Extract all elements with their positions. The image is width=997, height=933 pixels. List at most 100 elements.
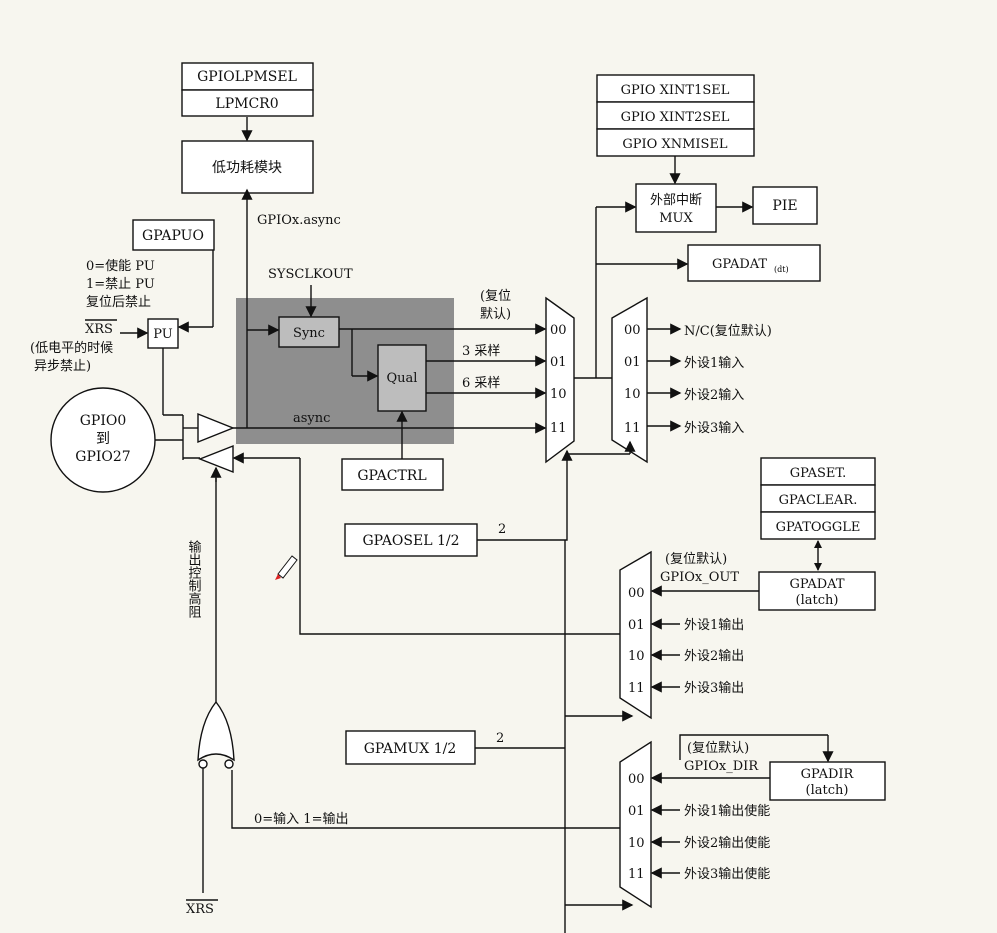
low-power-module [181,140,314,194]
pu-enable-text: 0=使能 PU [86,258,155,274]
gpaosel-label: GPAOSEL 1/2 [363,533,460,549]
gpadat-input-sub: (dt) [774,265,789,274]
dir-hint-label: 0=输入 1=输出 [254,811,348,827]
svg-text:10: 10 [628,649,645,664]
gpaclear-label: GPACLEAR. [779,493,858,508]
sample3-label: 3 采样 [462,344,500,359]
out-reset-label: (复位默认) [665,551,727,567]
pu-block [147,318,179,349]
gpamux-width: 2 [496,731,504,746]
output-mux [619,550,652,720]
svg-text:00: 00 [624,323,641,338]
dir-in-1: 外设1输出使能 [684,803,770,819]
nor-gate [197,700,235,762]
in-out-2: 外设2输入 [684,387,744,403]
gpadir-latch-register [769,761,886,801]
in-out-0: N/C(复位默认) [684,323,772,339]
input-select-mux [545,296,575,464]
qual-block [377,344,427,412]
svg-text:00: 00 [550,323,567,338]
peripheral-input-mux [611,296,648,464]
xint1sel-label: GPIO XINT1SEL [621,83,730,98]
direction-mux [619,740,652,909]
svg-text:00: 00 [628,586,645,601]
gpadat-latch-sub: (latch) [796,593,839,608]
in-out-3: 外设3输入 [684,420,744,436]
gpapuo-label: GPAPUO [142,228,204,244]
dir-reset-label: (复位默认) [687,740,749,756]
gpiox-dir-label: GPIOx_DIR [684,759,759,774]
async-label: async [293,411,330,426]
xint2sel-label: GPIO XINT2SEL [621,110,730,125]
gpactrl-register [341,458,444,491]
svg-text:11: 11 [624,421,641,436]
xnmisel-register [596,128,755,157]
gpiolpmsel-register [181,62,314,91]
xint2sel-register [596,101,755,130]
pu-reset-text: 复位后禁止 [86,295,151,310]
pie-label: PIE [772,198,797,214]
gpadir-sub: (latch) [806,783,849,798]
pie-block [752,186,818,225]
gpadat-latch-register [758,571,876,611]
svg-text:10: 10 [624,387,641,402]
pu-disable-text: 1=禁止 PU [86,277,155,292]
gpadir-label: GPADIR [801,767,855,782]
svg-text:10: 10 [628,836,645,851]
gpadat-latch-label: GPADAT [789,577,844,592]
xint1sel-register [596,74,755,103]
dir-in-3: 外设3输出使能 [684,866,770,882]
input-buffer [197,412,235,444]
gpatoggle-register [760,511,876,540]
sync-label: Sync [293,326,325,341]
low-power-module-label: 低功耗模块 [212,160,282,176]
lpmcr0-label: LPMCR0 [215,96,278,112]
svg-text:10: 10 [550,387,567,402]
xnmisel-label: GPIO XNMISEL [622,137,728,152]
pu-label: PU [153,327,173,342]
gpadat-input-label: GPADAT [712,257,767,272]
ext-int-mux-label-1: 外部中断 [650,193,702,208]
svg-text:11: 11 [628,681,645,696]
in-out-1: 外设1输入 [684,355,744,371]
gpaset-label: GPASET. [790,466,847,481]
gpactrl-label: GPACTRL [357,468,426,484]
dir-in-2: 外设2输出使能 [684,835,770,851]
out-in-1: 外设1输出 [684,617,744,633]
sysclkout-label: SYSCLKOUT [268,267,353,282]
xrs-top-label: XRS [85,322,113,337]
svg-text:11: 11 [628,867,645,882]
reset-default-2: 默认) [480,306,511,322]
gpio-pin-label-2: 到 [96,431,110,447]
lpmcr0-register [181,89,314,117]
reset-default-1: (复位 [480,289,511,304]
sync-block [278,316,340,348]
gpaset-register [760,457,876,486]
gpatoggle-label: GPATOGGLE [776,520,861,535]
gpio-pin-label-1: GPIO0 [80,413,127,429]
gpaosel-width: 2 [498,522,506,537]
output-control-label: 输出控制高阻 [186,539,202,618]
gpadat-input-register [687,244,821,282]
qual-label: Qual [387,371,418,386]
svg-text:01: 01 [628,804,645,819]
gpiolpmsel-label: GPIOLPMSEL [197,69,297,85]
pen-cursor-icon [275,555,298,580]
sample6-label: 6 采样 [462,376,500,391]
gpiox-out-label: GPIOx_OUT [660,570,739,585]
gpaclear-register [760,484,876,513]
svg-text:01: 01 [550,355,567,370]
svg-text:00: 00 [628,772,645,787]
low-level-text-1: (低电平的时候 [30,340,113,356]
gpio-pin-label-3: GPIO27 [75,449,130,465]
gpapuo-register [132,219,215,251]
xrs-bottom-label: XRS [186,902,214,917]
out-in-3: 外设3输出 [684,680,744,696]
svg-text:01: 01 [628,618,645,633]
low-level-text-2: 异步禁止) [34,359,91,374]
out-in-2: 外设2输出 [684,648,744,664]
ext-int-mux-label-2: MUX [659,211,693,226]
gpiox-async-label: GPIOx.async [257,213,341,228]
gpamux-label: GPAMUX 1/2 [364,741,457,757]
